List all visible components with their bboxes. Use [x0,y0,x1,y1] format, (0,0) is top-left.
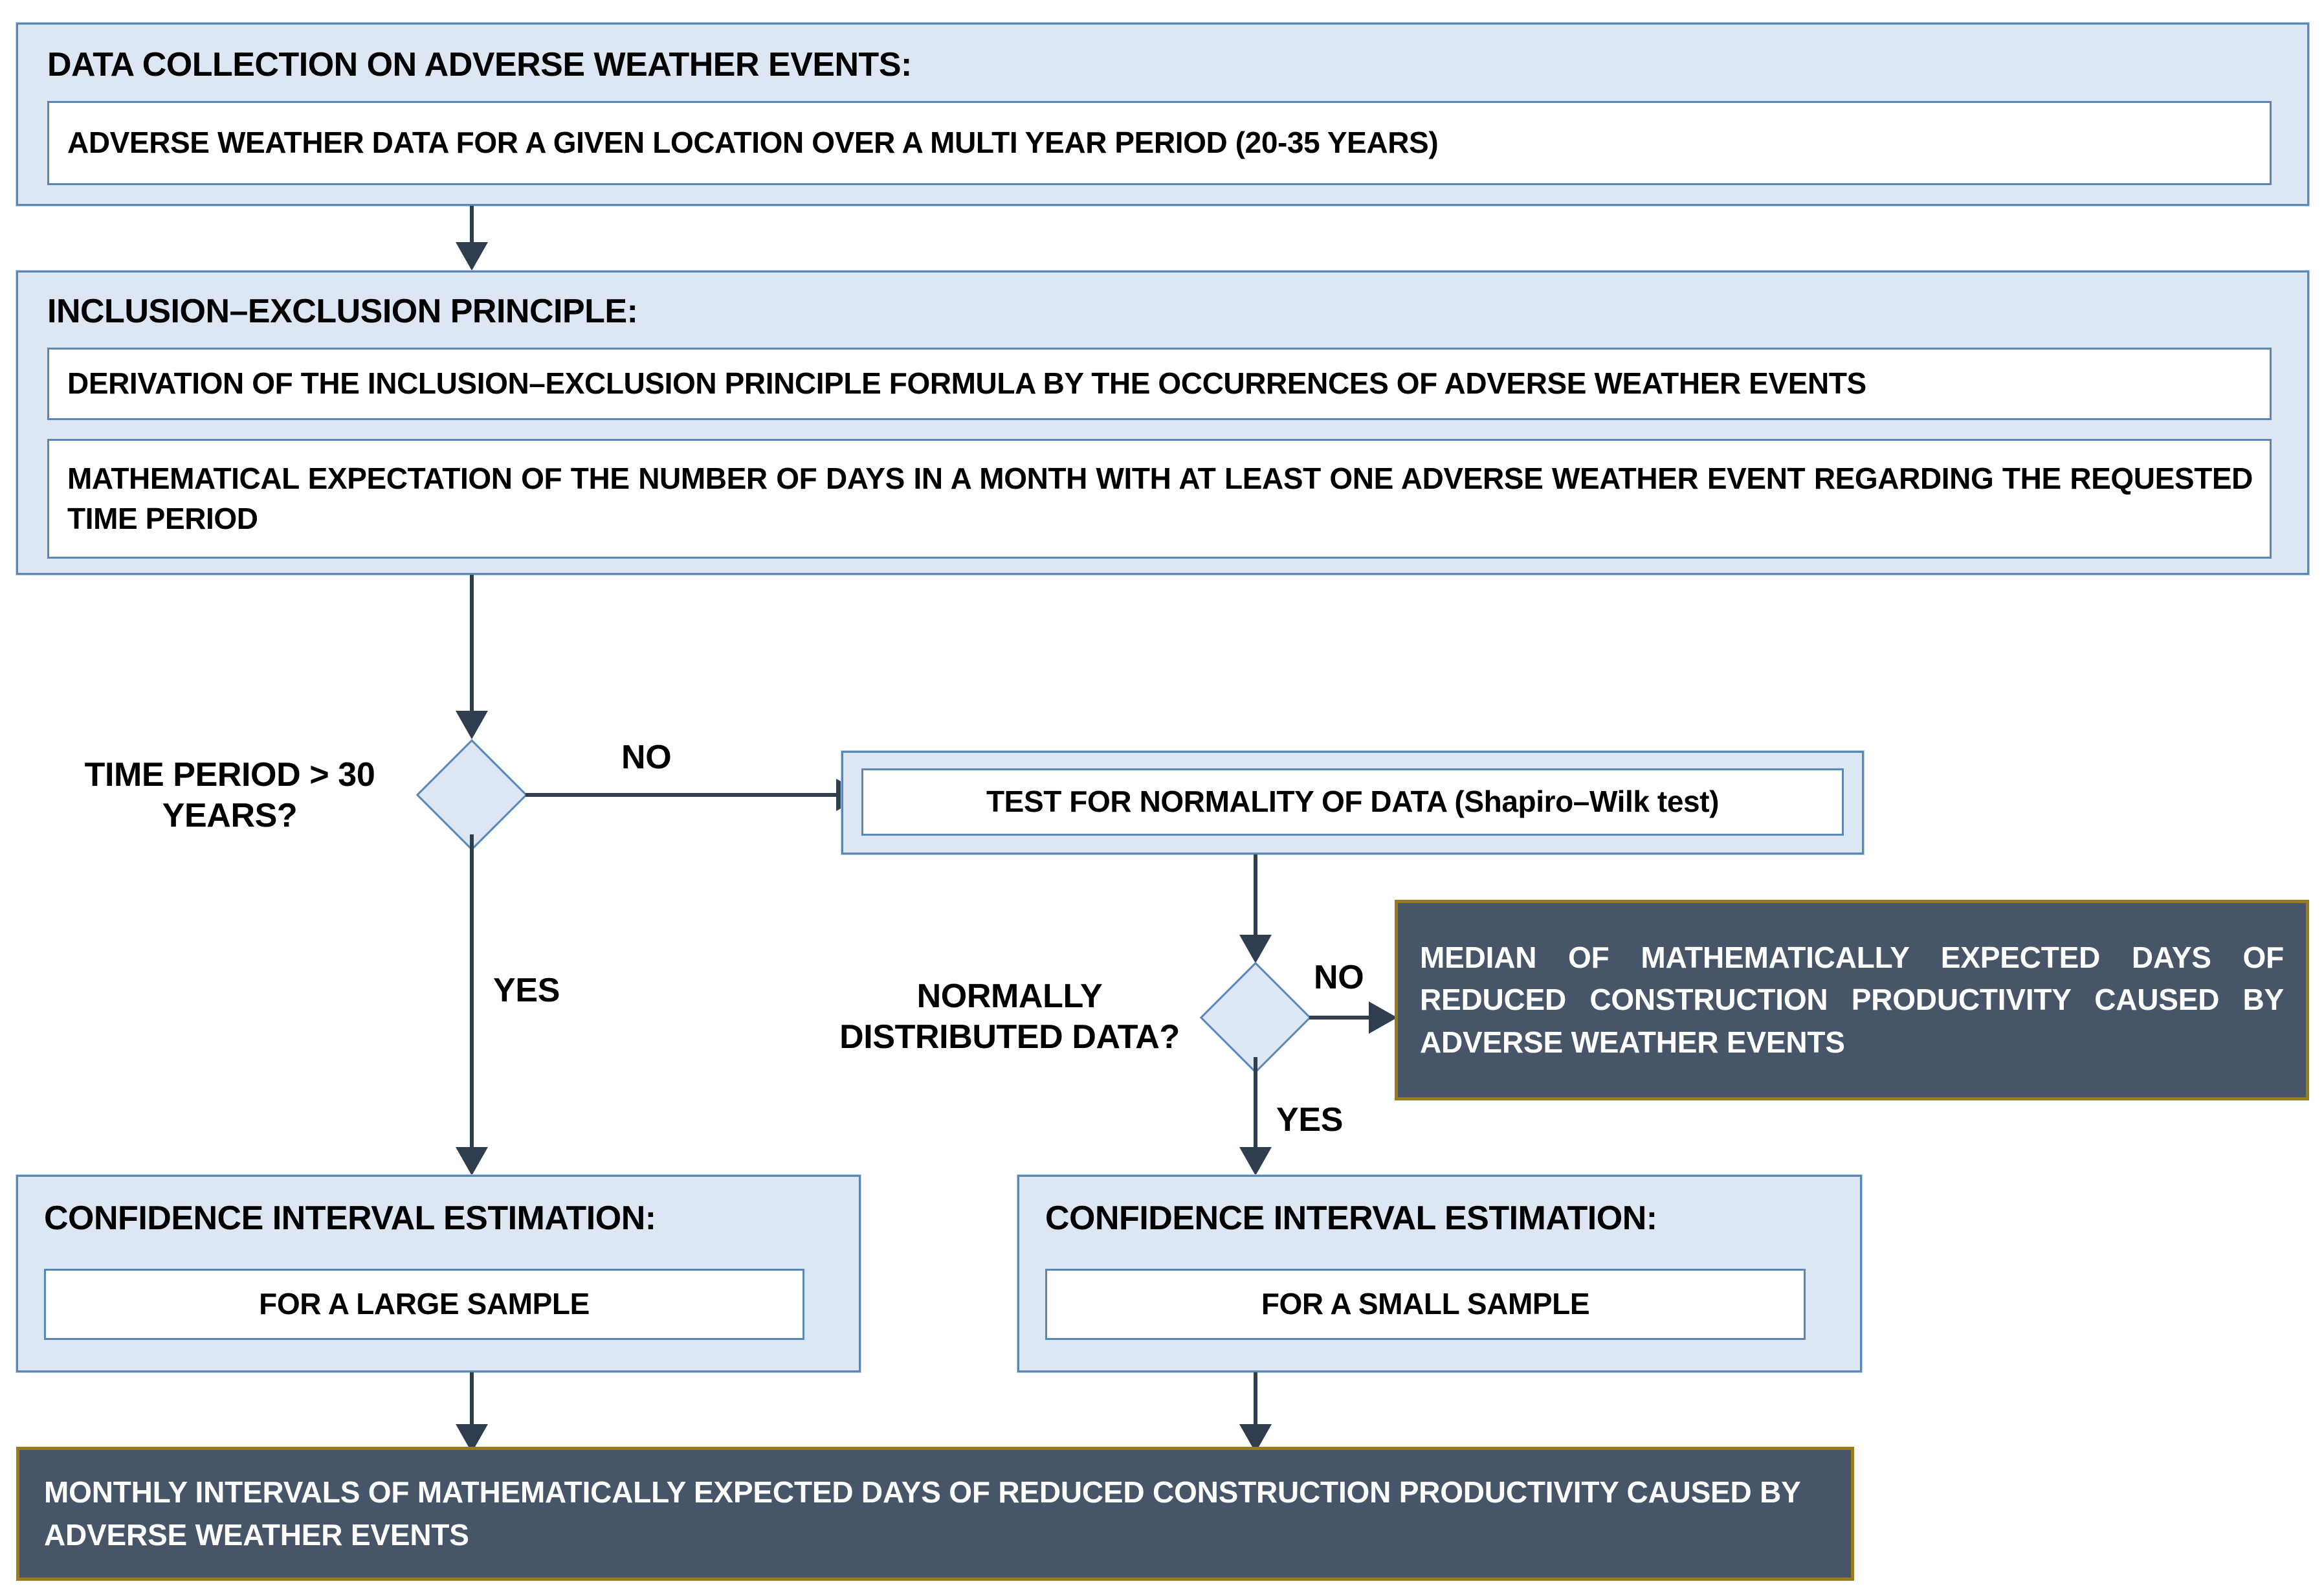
inclusion-exclusion-item-derivation: DERIVATION OF THE INCLUSION–EXCLUSION PR… [47,348,2272,420]
node-monthly-result: MONTHLY INTERVALS OF MATHEMATICALLY EXPE… [16,1447,1854,1581]
arrow-normality-to-decision [1239,935,1272,963]
median-result-text: MEDIAN OF MATHEMATICALLY EXPECTED DAYS O… [1420,941,2284,1059]
monthly-result-text: MONTHLY INTERVALS OF MATHEMATICALLY EXPE… [44,1475,1800,1552]
node-median-result: MEDIAN OF MATHEMATICALLY EXPECTED DAYS O… [1395,900,2309,1100]
decision-normality-label-line2: DISTRIBUTED DATA? [839,1018,1180,1056]
arrow-decision-normality-no [1369,1001,1397,1034]
connector-decision-time-yes [470,834,474,1152]
ci-large-item: FOR A LARGE SAMPLE [44,1269,804,1340]
node-normality-test: TEST FOR NORMALITY OF DATA (Shapiro–Wilk… [841,751,1864,854]
connector-decision-time-no [526,793,840,797]
node-inclusion-exclusion: INCLUSION–EXCLUSION PRINCIPLE: DERIVATIO… [16,271,2309,575]
decision-time-period-label-line2: YEARS? [162,797,298,835]
branch-label-normality-no: NO [1314,959,1364,996]
ci-large-title: CONFIDENCE INTERVAL ESTIMATION: [44,1199,656,1237]
connector-principle-to-decision [470,575,474,712]
arrow-decision-normality-yes [1239,1147,1272,1176]
arrow-collection-to-principle [456,242,488,271]
normality-test-item: TEST FOR NORMALITY OF DATA (Shapiro–Wilk… [861,768,1844,836]
connector-collection-to-principle [470,206,474,245]
data-collection-item: ADVERSE WEATHER DATA FOR A GIVEN LOCATIO… [47,101,2272,185]
decision-normality-label-line1: NORMALLY [916,977,1103,1015]
connector-normality-to-decision [1254,854,1257,952]
node-ci-large-sample: CONFIDENCE INTERVAL ESTIMATION: FOR A LA… [16,1175,861,1372]
arrow-principle-to-decision [456,711,488,739]
data-collection-item-text: ADVERSE WEATHER DATA FOR A GIVEN LOCATIO… [67,126,1439,160]
ci-small-title: CONFIDENCE INTERVAL ESTIMATION: [1045,1199,1657,1237]
branch-label-normality-yes: YES [1276,1101,1344,1139]
connector-decision-normality-yes [1254,1057,1257,1154]
inclusion-exclusion-item-expectation: MATHEMATICAL EXPECTATION OF THE NUMBER O… [47,439,2272,559]
branch-label-time-period-no: NO [621,739,672,776]
branch-label-time-period-yes: YES [493,972,560,1009]
inclusion-exclusion-title: INCLUSION–EXCLUSION PRINCIPLE: [47,293,638,330]
connector-ci-small-to-result [1254,1372,1257,1437]
node-ci-small-sample: CONFIDENCE INTERVAL ESTIMATION: FOR A SM… [1017,1175,1862,1372]
inclusion-exclusion-item-expectation-text: MATHEMATICAL EXPECTATION OF THE NUMBER O… [67,462,2253,535]
ci-large-item-text: FOR A LARGE SAMPLE [259,1287,590,1321]
decision-normality-label: NORMALLY DISTRIBUTED DATA? [812,976,1207,1058]
decision-time-period-label-line1: TIME PERIOD > 30 [84,756,375,794]
decision-time-period-label: TIME PERIOD > 30 YEARS? [39,755,421,837]
connector-decision-normality-no [1309,1016,1374,1020]
arrow-decision-time-yes [456,1147,488,1176]
normality-test-text: TEST FOR NORMALITY OF DATA (Shapiro–Wilk… [986,785,1720,819]
connector-ci-large-to-result [470,1372,474,1437]
ci-small-item-text: FOR A SMALL SAMPLE [1261,1287,1590,1321]
node-data-collection: DATA COLLECTION ON ADVERSE WEATHER EVENT… [16,23,2309,206]
ci-small-item: FOR A SMALL SAMPLE [1045,1269,1806,1340]
inclusion-exclusion-item-derivation-text: DERIVATION OF THE INCLUSION–EXCLUSION PR… [67,366,1866,401]
data-collection-title: DATA COLLECTION ON ADVERSE WEATHER EVENT… [47,46,912,84]
